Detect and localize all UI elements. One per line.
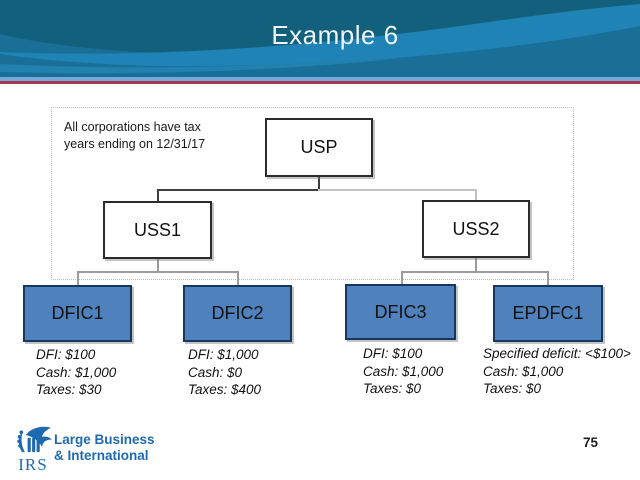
dfic3-detail-line: DFI: $100 <box>363 346 423 361</box>
org-node-uss2: USS2 <box>422 200 530 258</box>
connector-dfic3-drop <box>401 271 403 285</box>
connector-uss1-drop <box>157 189 159 202</box>
epdfc1-detail-line: Taxes: $0 <box>483 381 542 396</box>
note-line-1: All corporations have tax <box>64 120 201 134</box>
connector-usp-stub <box>318 175 320 190</box>
divider-light-blue <box>0 77 640 81</box>
divider-red <box>0 81 640 84</box>
epdfc1-detail-line: Specified deficit: <$100> <box>483 346 631 361</box>
group-dotted-frame <box>51 107 574 280</box>
org-node-dfic2: DFIC2 <box>183 285 292 342</box>
dfic3-details: DFI: $100 Cash: $1,000 Taxes: $0 <box>363 345 443 398</box>
page-number: 75 <box>583 435 599 450</box>
connector-dfic2-drop <box>237 271 239 286</box>
connector-dfic1-drop <box>77 271 79 286</box>
dfic1-detail-line: DFI: $100 <box>36 347 96 362</box>
dfic1-detail-line: Cash: $1,000 <box>36 364 117 380</box>
connector-epdfc1-drop <box>547 271 549 286</box>
irs-acronym-text: IRS <box>18 455 48 474</box>
epdfc1-detail-line: Cash: $1,000 <box>483 363 564 379</box>
connector-top-horizontal-right <box>318 189 477 191</box>
connector-top-horizontal-left <box>157 189 320 191</box>
tax-year-note: All corporations have tax years ending o… <box>64 119 205 153</box>
dfic2-detail-line: Taxes: $400 <box>188 382 262 397</box>
division-name: Large Business & International <box>54 432 155 463</box>
division-line-1: Large Business <box>54 432 155 447</box>
org-node-uss1: USS1 <box>103 201 212 259</box>
org-node-dfic3: DFIC3 <box>345 284 456 340</box>
note-line-2: years ending on 12/31/17 <box>64 137 206 151</box>
dfic2-detail-line: DFI: $1,000 <box>188 347 259 362</box>
dfic2-detail-line: Cash: $0 <box>188 364 243 380</box>
org-node-dfic3-label: DFIC3 <box>374 301 427 322</box>
org-node-dfic1-label: DFIC1 <box>51 303 104 323</box>
org-node-uss2-label: USS2 <box>452 218 500 239</box>
banner-swoosh-graphic <box>0 0 640 77</box>
org-node-epdfc1: EPDFC1 <box>493 285 603 342</box>
slide-title: Example 6 <box>271 20 399 50</box>
division-line-2: & International <box>54 447 149 463</box>
dfic2-details: DFI: $1,000 Cash: $0 Taxes: $400 <box>188 346 261 399</box>
dfic1-details: DFI: $100 Cash: $1,000 Taxes: $30 <box>36 346 116 399</box>
org-node-epdfc1-label: EPDFC1 <box>512 303 584 323</box>
dfic3-detail-line: Taxes: $0 <box>363 381 422 396</box>
connector-left-horizontal <box>77 271 239 273</box>
org-node-uss1-label: USS1 <box>133 219 182 240</box>
org-node-usp-label: USP <box>300 137 338 157</box>
irs-logo: IRS <box>13 426 53 475</box>
epdfc1-details: Specified deficit: <$100> Cash: $1,000 T… <box>483 345 631 398</box>
connector-uss1-stub <box>157 257 159 272</box>
dfic1-detail-line: Taxes: $30 <box>36 382 102 397</box>
dfic3-detail-line: Cash: $1,000 <box>363 363 444 379</box>
header-banner <box>0 0 640 77</box>
connector-uss2-stub <box>475 256 477 272</box>
connector-right-horizontal <box>401 271 549 273</box>
org-node-usp: USP <box>265 118 373 177</box>
irs-eagle-icon <box>17 426 52 453</box>
org-node-dfic2-label: DFIC2 <box>211 303 264 323</box>
org-node-dfic1: DFIC1 <box>23 285 132 342</box>
connector-uss2-drop <box>475 189 477 201</box>
